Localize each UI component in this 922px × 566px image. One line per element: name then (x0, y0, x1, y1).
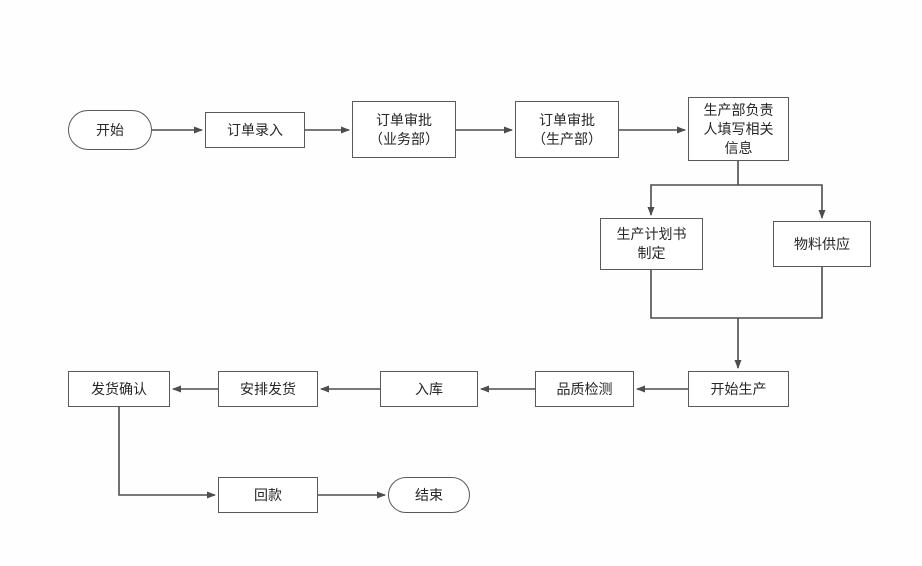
node-arrange-shipment-label: 安排发货 (240, 380, 296, 397)
node-material-supply-label: 物料供应 (794, 235, 850, 252)
node-start-production: 开始生产 (688, 371, 789, 407)
edge-production-plan-to-start-production (650, 270, 742, 369)
node-shipment-confirmation-label: 发货确认 (91, 380, 147, 397)
node-start-production-label: 开始生产 (710, 380, 767, 397)
node-payment-collection-label: 回款 (254, 486, 282, 503)
node-start: 开始 (68, 110, 152, 150)
edge-shipment-confirmation-to-payment (118, 407, 216, 499)
node-order-approval-production-label: 订单审批 （生产部） (532, 111, 602, 147)
node-warehousing-label: 入库 (415, 380, 443, 397)
edge-fill-info-to-material-supply (738, 184, 826, 219)
node-order-approval-business-label: 订单审批 （业务部） (369, 111, 439, 147)
node-warehousing: 入库 (380, 371, 478, 407)
node-order-approval-production: 订单审批 （生产部） (515, 101, 619, 158)
edge-material-supply-to-start-production (738, 267, 823, 319)
node-end-label: 结束 (415, 486, 443, 503)
node-order-entry-label: 订单录入 (227, 121, 283, 138)
node-end: 结束 (388, 477, 470, 513)
node-order-approval-business: 订单审批 （业务部） (352, 101, 456, 158)
edge-fill-info-to-production-plan (647, 161, 739, 216)
node-production-lead-fill-info: 生产部负责 人填写相关 信息 (688, 97, 789, 161)
node-shipment-confirmation: 发货确认 (68, 371, 170, 407)
node-arrange-shipment: 安排发货 (218, 371, 318, 407)
node-material-supply: 物料供应 (773, 221, 871, 267)
node-production-lead-fill-info-label: 生产部负责 人填写相关 信息 (703, 101, 774, 156)
node-production-plan: 生产计划书 制定 (600, 218, 703, 270)
node-production-plan-label: 生产计划书 制定 (616, 226, 687, 261)
node-start-label: 开始 (96, 121, 124, 138)
node-quality-inspection-label: 品质检测 (556, 380, 613, 397)
node-order-entry: 订单录入 (205, 112, 305, 148)
node-payment-collection: 回款 (218, 477, 318, 513)
node-quality-inspection: 品质检测 (535, 371, 634, 407)
